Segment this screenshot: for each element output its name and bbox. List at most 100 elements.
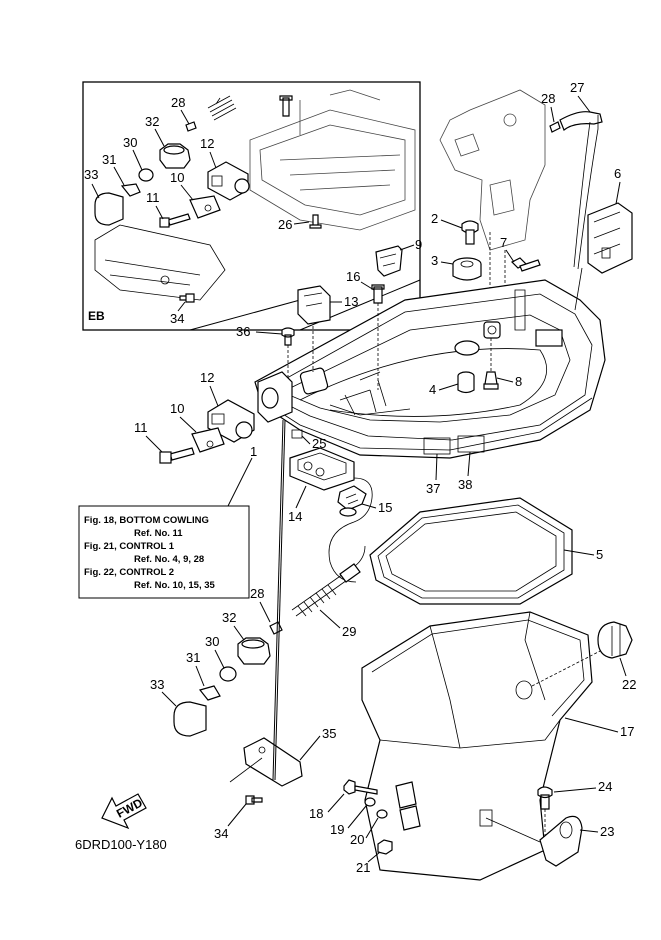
plate-10 [191,427,225,453]
grommet-33 [173,701,207,737]
reference-box-frame [78,505,250,599]
inset-top-bolt [279,95,293,117]
callout-inset-12: 12 [200,136,214,151]
ref-line-3: Fig. 21, CONTROL 1 [84,541,175,552]
grommet-15 [337,485,367,511]
callout-33: 33 [150,677,164,692]
panel-14 [289,447,355,491]
front-linkage [159,399,255,464]
callout-22: 22 [622,677,636,692]
callout-3: 3 [431,253,438,268]
bolt-36 [281,327,295,346]
tray-small-parts [281,111,633,439]
grommet-9 [375,245,403,277]
inset-clip-28 [185,121,197,132]
inset-eb: EB [82,81,421,331]
callout-11: 11 [134,420,148,435]
callout-inset-34: 34 [170,311,184,326]
callout-13: 13 [344,294,358,309]
fasteners-18-21 [343,779,393,855]
inset-leader-2 [189,299,301,331]
callout-5: 5 [596,547,603,562]
callout-19: 19 [330,822,344,837]
callout-9: 9 [415,237,422,252]
grommet-22 [597,621,633,659]
callout-18: 18 [309,806,323,821]
inset-spring [207,95,237,121]
bolt-18 [343,779,356,795]
bolt-34 [245,795,263,805]
washer-20 [376,809,388,819]
callout-20: 20 [350,832,364,847]
holder-13 [297,285,331,325]
callout-16: 16 [346,269,360,284]
inset-frame [82,81,421,331]
inset-screw-26 [309,214,322,229]
inset-collar-31 [120,183,141,197]
callout-35: 35 [322,726,336,741]
nipple-8 [483,371,499,390]
callout-38: 38 [458,477,472,492]
fwd-arrow-icon [101,793,147,830]
callout-28: 28 [541,91,555,106]
callout-23: 23 [600,824,614,839]
ref-line-4: Ref. No. 4, 9, 28 [134,554,204,565]
callout-inset-10: 10 [170,170,184,185]
clip-28-lower [269,621,283,635]
callout-28-lower: 28 [250,586,264,601]
screw-24 [537,786,553,810]
grommet-seat [454,340,480,356]
callouts: 27 28 6 2 3 7 9 16 13 36 4 8 12 10 11 25… [134,80,636,875]
switch-panel-group [289,447,373,583]
callout-21: 21 [356,860,370,875]
callout-inset-31: 31 [102,152,116,167]
callout-32: 32 [222,610,236,625]
clip-28 [549,121,561,133]
bottom-cowling [254,279,606,459]
reference-box: Fig. 18, BOTTOM COWLING Ref. No. 11 Fig.… [78,457,253,599]
inset-bolt-34 [179,293,195,303]
washer-30 [219,666,237,682]
ref-line-1: Fig. 18, BOTTOM COWLING [84,515,209,526]
callout-29: 29 [342,624,356,639]
bracket-23 [539,815,583,867]
ref-line-2: Ref. No. 11 [134,528,183,539]
inset-grommet-33 [94,192,124,226]
callout-24: 24 [598,779,612,794]
screw-16 [371,284,385,304]
callout-1: 1 [250,444,257,459]
callout-inset-30: 30 [123,135,137,150]
callout-inset-11: 11 [146,190,160,205]
inset-label: EB [88,309,105,323]
callout-34: 34 [214,826,228,841]
callout-12: 12 [200,370,214,385]
collar-31 [198,685,221,701]
hose-27 [559,111,603,131]
ref-line-6: Ref. No. 10, 15, 35 [134,580,216,591]
callout-30: 30 [205,634,219,649]
washer-19 [364,797,376,807]
inset-cowling-ghost [94,89,416,301]
callout-10: 10 [170,401,184,416]
cable-29 [291,545,366,617]
callout-inset-28: 28 [171,95,185,110]
drawing-code: 6DRD100-Y180 [75,837,167,852]
fwd-arrow: FWD [101,793,147,830]
callout-inset-33: 33 [84,167,98,182]
callout-inset-26: 26 [278,217,292,232]
ref-line-5: Fig. 22, CONTROL 2 [84,567,174,578]
seal-5 [369,497,573,605]
callout-37: 37 [426,481,440,496]
callout-36: 36 [236,324,250,339]
callout-6: 6 [614,166,621,181]
callout-25: 25 [312,436,326,451]
callout-inset-32: 32 [145,114,159,129]
callout-7: 7 [500,235,507,250]
callout-17: 17 [620,724,634,739]
inset-washer-30 [138,168,154,182]
nut-21 [377,839,393,855]
callout-14: 14 [288,509,302,524]
bolt-11 [169,447,195,461]
callout-27: 27 [570,80,584,95]
